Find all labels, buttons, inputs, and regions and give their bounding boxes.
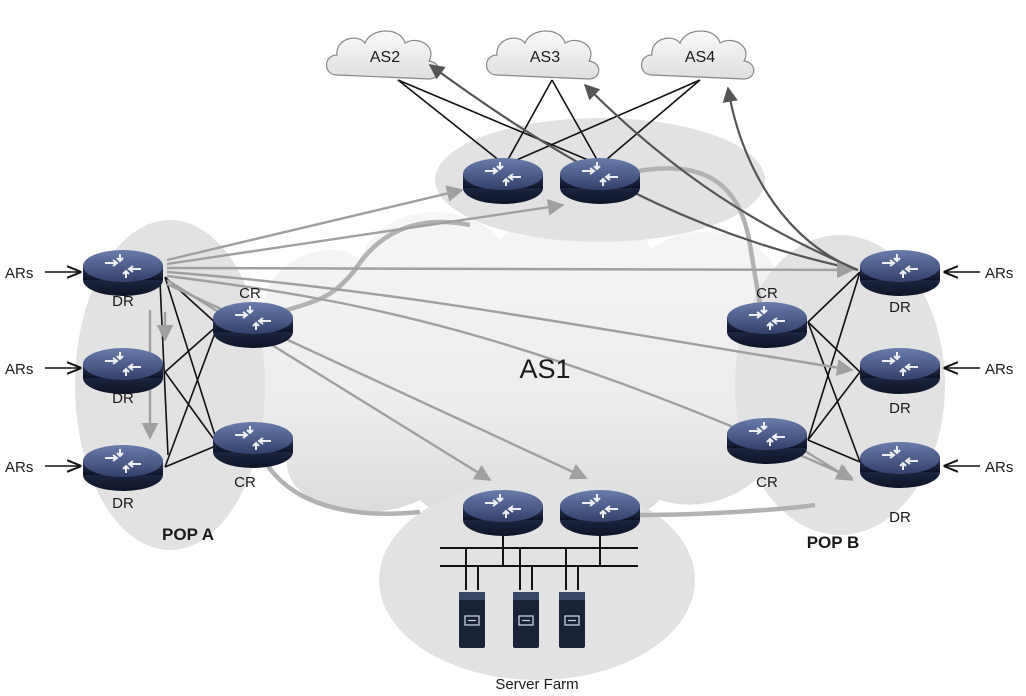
- ar-label: ARs: [5, 265, 33, 282]
- transit-router: [559, 157, 641, 205]
- ar-label: ARs: [5, 459, 33, 476]
- ar-label: ARs: [5, 361, 33, 378]
- transit-router: [462, 157, 544, 205]
- pop-b-title: POP B: [807, 533, 860, 552]
- pop-a-cr-router: [212, 421, 294, 469]
- server-farm-label: Server Farm: [495, 676, 578, 693]
- server-farm: [440, 489, 641, 649]
- ar-label: ARs: [985, 265, 1013, 282]
- as3-label: AS3: [530, 49, 560, 66]
- dr-label: DR: [112, 293, 134, 310]
- as4-cloud: AS4: [640, 30, 755, 80]
- egress-arrows: [428, 64, 859, 272]
- ar-label: ARs: [985, 459, 1013, 476]
- dr-label: DR: [112, 495, 134, 512]
- pop-a-dr-router: [82, 249, 164, 297]
- pop-a-dr-router: [82, 444, 164, 492]
- peering-links: [397, 79, 701, 166]
- as2-label: AS2: [370, 49, 400, 66]
- pop-b-dr-router: [859, 347, 941, 395]
- server-icon: [558, 591, 586, 649]
- dr-label: DR: [889, 400, 911, 417]
- cr-label: CR: [234, 474, 256, 491]
- as3-cloud: AS3: [485, 30, 600, 80]
- pop-a-title: POP A: [162, 525, 214, 544]
- cr-label: CR: [756, 285, 778, 302]
- dr-label: DR: [889, 299, 911, 316]
- as1-cloud: [238, 207, 807, 531]
- pop-b-cr-router: [726, 301, 808, 349]
- server-farm-router: [462, 489, 544, 537]
- pop-a-dr-router: [82, 347, 164, 395]
- pop-b-cr-router: [726, 417, 808, 465]
- as1-label: AS1: [519, 354, 570, 384]
- as4-label: AS4: [685, 49, 715, 66]
- as-clouds: AS2 AS3 AS4: [325, 30, 755, 80]
- as2-cloud: AS2: [325, 30, 440, 80]
- ar-label: ARs: [985, 361, 1013, 378]
- dr-label: DR: [112, 390, 134, 407]
- pop-b-dr-router: [859, 249, 941, 297]
- server-icon: [512, 591, 540, 649]
- dr-label: DR: [889, 509, 911, 526]
- pop-a-cr-router: [212, 301, 294, 349]
- cr-label: CR: [239, 285, 261, 302]
- ar-arrows-pop-a: [45, 272, 80, 466]
- server-farm-router: [559, 489, 641, 537]
- ar-arrows-pop-b: [945, 272, 980, 466]
- pop-b-labels: ARs ARs ARs DR DR DR CR CR POP B: [756, 265, 1013, 552]
- cr-label: CR: [756, 474, 778, 491]
- pop-a-labels: ARs ARs ARs DR DR DR CR CR POP A: [5, 265, 261, 544]
- pop-b-dr-router: [859, 441, 941, 489]
- server-icon: [458, 591, 486, 649]
